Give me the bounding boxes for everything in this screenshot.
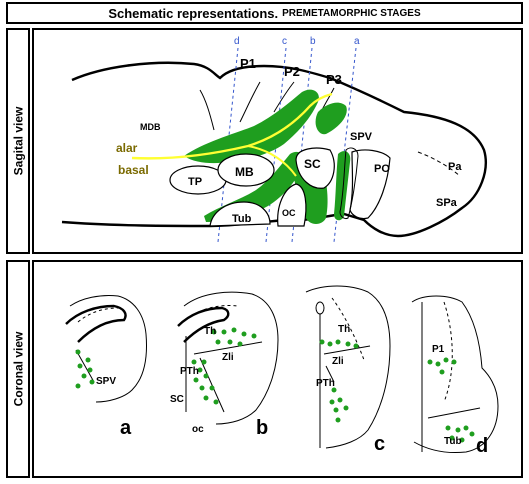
section-d-label-tub: Tub <box>444 436 462 447</box>
p3-label: P3 <box>326 72 342 87</box>
tub-region <box>209 201 271 227</box>
basal-label: basal <box>118 163 149 177</box>
sc-label: SC <box>304 157 321 171</box>
section-letter-a: a <box>354 36 360 47</box>
green-p3-patch <box>315 102 347 135</box>
section-c-line-2 <box>325 365 335 383</box>
section-b-dashed <box>187 305 239 319</box>
po-label: PO <box>374 163 390 175</box>
oc-label: OC <box>282 208 296 218</box>
alar-basal-boundary-lower <box>247 145 297 177</box>
p1-line <box>239 81 261 123</box>
section-b-label-th: Th <box>204 326 216 337</box>
section-d-line <box>427 407 481 419</box>
section-a-letter: a <box>120 417 132 439</box>
coronal-panel: SPV a Th Zli PTh SC oc b <box>32 260 523 478</box>
coronal-section-a: SPV a <box>65 295 147 439</box>
section-b-line-3 <box>199 357 225 413</box>
section-b-label-zli: Zli <box>222 352 234 363</box>
section-a-label-spv: SPV <box>96 376 116 387</box>
section-a-line <box>75 349 95 383</box>
section-d-outline <box>411 295 499 453</box>
section-b-label-pth: PTh <box>180 366 199 377</box>
section-c-letter: c <box>374 433 385 455</box>
sagital-panel: d c b a P1 P2 P3 MDB alar <box>32 28 523 254</box>
section-c-label-th: Th <box>338 324 350 335</box>
section-c-ventricle-top <box>315 301 325 315</box>
title-subtitle: PREMETAMORPHIC STAGES <box>282 7 421 19</box>
spa-label: SPa <box>436 197 458 209</box>
coronal-section-d: P1 Tub d <box>411 295 499 457</box>
spv-region <box>339 147 359 219</box>
section-d-dots <box>427 357 475 443</box>
pa-spa-boundary <box>417 151 461 177</box>
oc-region <box>277 183 307 227</box>
section-c-label-pth: PTh <box>316 378 335 389</box>
tub-label: Tub <box>232 213 252 225</box>
section-d-dashed <box>443 301 453 403</box>
p2-label: P2 <box>284 64 300 79</box>
coronal-label-box: Coronal view <box>6 260 30 478</box>
tp-label: TP <box>188 176 202 188</box>
alar-basal-boundary <box>131 92 333 160</box>
green-spv-strip <box>334 151 351 221</box>
section-a-outline <box>69 295 147 403</box>
section-d-letter: d <box>476 435 488 457</box>
coronal-section-b: Th Zli PTh SC oc b <box>170 291 279 439</box>
section-c-line-1 <box>323 345 371 355</box>
mb-label: MB <box>235 165 254 179</box>
coronal-section-c: Th Zli PTh c <box>305 285 391 455</box>
section-b-label-oc: oc <box>192 424 204 435</box>
sagital-label-box: Sagital view <box>6 28 30 254</box>
coronal-view-label: Coronal view <box>11 331 25 407</box>
green-dorsal-band <box>184 89 319 164</box>
section-letter-c: c <box>282 36 287 47</box>
section-a-dashed <box>77 307 119 323</box>
section-b-line-2 <box>193 341 263 355</box>
spv-label: SPV <box>350 131 373 143</box>
mb-region <box>217 153 275 187</box>
figure-title: Schematic representations. PREMETAMORPHI… <box>6 2 523 24</box>
section-letter-b: b <box>310 36 316 47</box>
coronal-diagram: SPV a Th Zli PTh SC oc b <box>65 285 499 457</box>
pa-label: Pa <box>448 161 462 173</box>
sagital-view-label: Sagital view <box>11 106 26 176</box>
section-b-label-sc: SC <box>170 394 184 405</box>
po-region <box>349 149 391 220</box>
section-a-ventricle <box>65 304 127 343</box>
section-c-label-zli: Zli <box>332 356 344 367</box>
title-text: Schematic representations. <box>108 5 279 21</box>
section-d-label-p1: P1 <box>432 344 445 355</box>
p2-line <box>273 81 295 113</box>
section-letter-d: d <box>234 36 240 47</box>
section-b-dots <box>191 327 257 405</box>
alar-label: alar <box>116 141 138 155</box>
p1-label: P1 <box>240 56 256 71</box>
sc-region <box>295 147 335 189</box>
sagital-diagram: d c b a P1 P2 P3 MDB alar <box>61 36 487 243</box>
section-a-dots <box>75 349 95 389</box>
mdb-label: MDB <box>140 122 161 132</box>
section-c-outline <box>305 285 391 449</box>
section-b-ventricle <box>177 306 230 343</box>
mdb-line <box>199 89 215 131</box>
section-b-outline <box>183 291 279 425</box>
section-b-letter: b <box>256 417 268 439</box>
section-c-dots <box>319 339 359 423</box>
